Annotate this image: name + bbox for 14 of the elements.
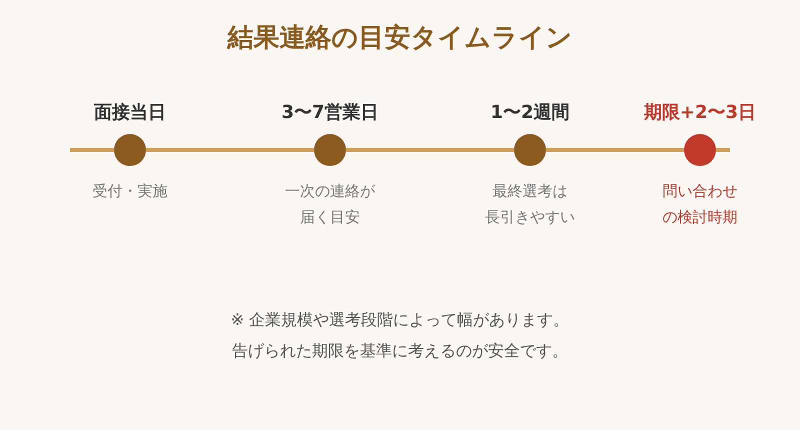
footnote: ※ 企業規模や選考段階によって幅があります。	[230, 310, 570, 331]
milestone-caption: 最終選考は長引きやすい	[485, 181, 575, 228]
footnote: 告げられた期限を基準に考えるのが安全です。	[231, 341, 569, 362]
milestone-label: 1〜2週間	[490, 101, 570, 124]
milestone-label: 期限+2〜3日	[644, 101, 756, 124]
timeline-line	[546, 148, 684, 152]
milestone-label: 面接当日	[94, 101, 166, 124]
diagram-title: 結果連絡の目安タイムライン	[226, 22, 574, 55]
milestone-caption: 受付・実施	[92, 181, 168, 202]
timeline-line	[346, 148, 514, 152]
milestone-label: 3〜7営業日	[281, 101, 379, 124]
milestone-caption: 一次の連絡が届く目安	[285, 181, 375, 228]
milestone-caption: 問い合わせの検討時期	[662, 181, 738, 228]
timeline-line	[146, 148, 314, 152]
